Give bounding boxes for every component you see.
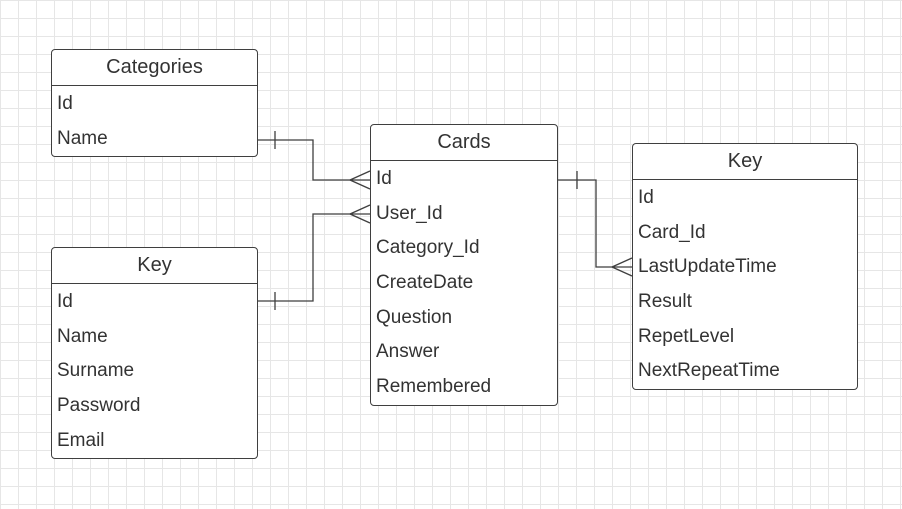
crowfoot-marker — [611, 257, 633, 277]
entity-users[interactable]: Key Id Name Surname Password Email — [51, 247, 258, 459]
field-repet-level[interactable]: RepetLevel — [638, 325, 735, 347]
relationship-cards-progress[interactable] — [558, 179, 632, 268]
relationship-users-cards[interactable] — [258, 213, 370, 302]
entity-title: Cards — [371, 125, 557, 161]
crowfoot-marker — [349, 204, 371, 224]
field-last-update-time[interactable]: LastUpdateTime — [638, 256, 777, 278]
field-create-date[interactable]: CreateDate — [376, 272, 474, 294]
field-surname[interactable]: Surname — [57, 360, 135, 382]
entity-title: Key — [52, 248, 257, 284]
field-name[interactable]: Name — [57, 325, 108, 347]
field-answer[interactable]: Answer — [376, 341, 440, 363]
field-password[interactable]: Password — [57, 395, 141, 417]
field-id[interactable]: Id — [57, 93, 73, 114]
field-remembered[interactable]: Remembered — [376, 376, 492, 398]
field-name[interactable]: Name — [57, 127, 108, 149]
field-id[interactable]: Id — [638, 187, 654, 208]
field-card-id[interactable]: Card_Id — [638, 221, 706, 243]
entity-progress[interactable]: Key Id Card_Id LastUpdateTime Result Rep… — [632, 143, 858, 390]
field-id[interactable]: Id — [376, 168, 392, 189]
field-email[interactable]: Email — [57, 429, 105, 451]
field-next-repeat-time[interactable]: NextRepeatTime — [638, 360, 780, 382]
field-user-id[interactable]: User_Id — [376, 202, 443, 224]
field-question[interactable]: Question — [376, 306, 453, 328]
entity-title: Key — [633, 144, 857, 180]
crowfoot-marker — [349, 170, 371, 190]
relationship-categories-cards[interactable] — [258, 139, 370, 181]
field-result[interactable]: Result — [638, 291, 692, 313]
entity-categories[interactable]: Categories Id Name — [51, 49, 258, 157]
field-category-id[interactable]: Category_Id — [376, 237, 480, 259]
field-id[interactable]: Id — [57, 291, 73, 312]
entity-cards[interactable]: Cards Id User_Id Category_Id CreateDate … — [370, 124, 558, 406]
entity-title: Categories — [52, 50, 257, 86]
